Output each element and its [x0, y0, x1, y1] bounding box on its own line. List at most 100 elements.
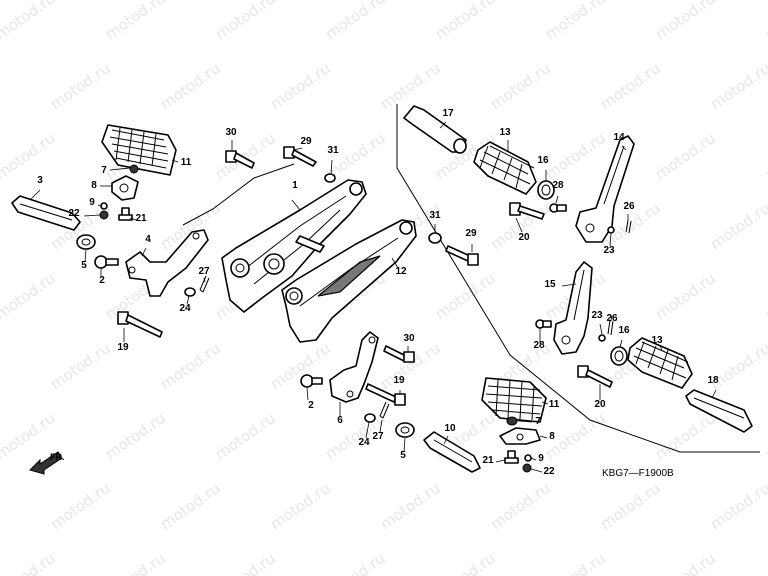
callout-label: 29	[300, 136, 312, 147]
leader-line	[711, 389, 717, 399]
leader-line	[530, 468, 543, 473]
leader-line	[203, 277, 206, 283]
callout-label: 4	[145, 234, 151, 245]
frame-lines	[182, 104, 760, 453]
watermark-text: motod.ru	[487, 479, 554, 533]
leader-line	[495, 459, 506, 463]
callout-label: 31	[429, 210, 441, 221]
callout-label: 16	[537, 155, 549, 166]
watermark-text: motod.ru	[267, 339, 334, 393]
callout-label: 3	[37, 175, 43, 186]
leader-line	[97, 204, 102, 207]
callout-label: 21	[135, 213, 147, 224]
watermark-text: motod.ru	[0, 339, 4, 393]
callout-label: 28	[552, 180, 564, 191]
callout-label: 28	[533, 340, 545, 351]
leader-line	[291, 199, 301, 211]
center-washer-7	[506, 416, 518, 426]
callout-label: 30	[225, 127, 237, 138]
callout-label: 29	[465, 228, 477, 239]
callout-labels: 1223455677889910111112131314151616171819…	[37, 108, 719, 477]
watermark-text: motod.ru	[652, 269, 719, 323]
watermark-text: motod.ru	[47, 59, 114, 113]
leader-line	[530, 457, 537, 461]
leader-line	[621, 145, 627, 151]
callout-label: 6	[337, 415, 343, 426]
right-washer-23-lower	[598, 334, 606, 342]
callout-label: 18	[707, 375, 719, 386]
shaft-17	[403, 105, 467, 154]
watermark-text: motod.ru	[157, 479, 224, 533]
watermark-text: motod.ru	[322, 0, 389, 43]
watermark-text: motod.ru	[542, 129, 609, 183]
callout-label: 26	[606, 313, 618, 324]
front-marker-label: FR.	[50, 452, 65, 462]
center-washer-9	[524, 454, 532, 462]
center-footpeg-rubber	[481, 377, 547, 423]
left-bolt-30	[225, 150, 255, 169]
watermark-text: motod.ru	[267, 59, 334, 113]
leader-line	[439, 121, 447, 129]
center-heel-bar-10	[423, 431, 481, 473]
right-footrest-arm-15	[553, 261, 593, 355]
callout-label: 1	[292, 180, 298, 191]
left-bracket-4	[125, 229, 209, 297]
main-step-holder-1	[221, 179, 367, 313]
callout-label: 5	[81, 260, 87, 271]
center-collar-5	[395, 422, 415, 438]
left-collar-5	[76, 234, 96, 250]
watermark-text: motod.ru	[487, 59, 554, 113]
center-bolt-21	[504, 450, 519, 464]
callout-label: 10	[444, 423, 456, 434]
callout-label: 2	[99, 275, 105, 286]
watermark-text: motod.ru	[762, 129, 768, 183]
watermark-text: motod.ru	[652, 409, 719, 463]
callout-label: 11	[181, 157, 192, 168]
watermark-text: motod.ru	[0, 129, 59, 183]
leader-line	[539, 435, 548, 439]
watermark-text: motod.ru	[102, 549, 169, 576]
watermark-text: motod.ru	[0, 269, 59, 323]
leader-line	[306, 387, 309, 401]
watermark-text: motod.ru	[267, 479, 334, 533]
watermark-text: motod.ru	[762, 0, 768, 43]
right-washer-31	[428, 232, 442, 244]
callout-label: 22	[543, 466, 555, 477]
leader-line	[391, 257, 399, 269]
callout-label: 27	[198, 266, 210, 277]
left-cotter-pin-27	[199, 275, 210, 293]
callout-label: 19	[117, 342, 129, 353]
watermark-text: motod.ru	[102, 0, 169, 43]
watermark-text: motod.ru	[0, 549, 59, 576]
watermark-text: motod.ru	[652, 549, 719, 576]
diagram-code: KBG7—F1900B	[602, 468, 674, 479]
callout-label: 11	[549, 399, 560, 410]
leader-line	[619, 339, 623, 348]
callout-label: 9	[538, 453, 544, 464]
leader-line	[599, 323, 603, 335]
watermark-text: motod.ru	[707, 199, 768, 253]
right-bolt-29	[445, 245, 479, 266]
right-pin-28-lower	[535, 319, 552, 329]
callout-label: 2	[308, 400, 314, 411]
watermark-text: motod.ru	[157, 59, 224, 113]
leader-line	[84, 249, 87, 263]
callout-label: 16	[618, 325, 630, 336]
leader-line	[330, 159, 333, 175]
callout-label: 8	[91, 180, 97, 191]
right-clip-26-lower	[607, 319, 614, 336]
callout-label: 5	[400, 450, 406, 461]
callout-label: 24	[179, 303, 191, 314]
watermark-text: motod.ru	[707, 59, 768, 113]
watermark-text: motod.ru	[597, 479, 664, 533]
center-bolt-30	[383, 345, 415, 363]
watermark-text: motod.ru	[212, 129, 279, 183]
watermark-text: motod.ru	[0, 59, 4, 113]
leader-line	[29, 189, 41, 201]
left-washer-31	[324, 173, 336, 183]
watermark-text: motod.ru	[377, 479, 444, 533]
callout-label: 27	[372, 431, 384, 442]
center-nut-22	[522, 463, 532, 473]
watermark-text: motod.ru	[762, 409, 768, 463]
